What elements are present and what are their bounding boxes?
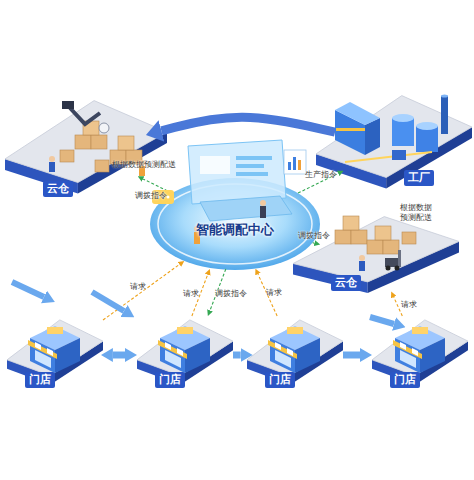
node-outline (137, 316, 233, 394)
node-title: 智能调配中心 (196, 221, 274, 239)
factory-platform: 工厂 (316, 90, 472, 202)
node-label: 门店 (265, 372, 295, 388)
illustration-part (12, 282, 44, 297)
node-outline (316, 90, 472, 202)
platform-top (293, 217, 459, 282)
warehouse-platform: 云仓 (5, 95, 167, 207)
illustration-part (370, 317, 394, 324)
illustration-part (293, 157, 296, 170)
annotation-text: 根据数据 预测配送 (400, 203, 438, 223)
platform-top (247, 320, 343, 376)
edge-label: 请求 (266, 287, 282, 298)
glow-ring (158, 184, 312, 264)
node-label: 门店 (25, 372, 55, 388)
platform-top (372, 320, 468, 376)
illustration-part (441, 95, 448, 98)
illustration-part (200, 156, 230, 174)
node-outline (5, 95, 167, 207)
node-outline (7, 316, 103, 394)
illustration-part (62, 101, 74, 109)
node-outline (372, 316, 468, 394)
illustration-part (236, 164, 264, 168)
store-platform: 门店 (137, 316, 233, 394)
platform-top (316, 96, 472, 178)
illustration-part (236, 172, 268, 176)
edge-label: 生产指令 (305, 168, 337, 179)
node-outline (293, 212, 459, 304)
edge-label: 请求 (183, 287, 199, 298)
flow-arrow (161, 117, 335, 132)
platform-top (5, 101, 167, 183)
illustration-part (298, 160, 301, 170)
glow-disc (150, 178, 320, 270)
edge-label: 调拨指令 (298, 230, 330, 241)
edge-label: 请求 (401, 298, 417, 309)
control-center: 智能调配中心 (150, 178, 320, 270)
illustration-part (284, 150, 306, 174)
flow-arrow (343, 352, 360, 359)
node-label: 云仓 (331, 275, 361, 291)
node-label: 云仓 (43, 181, 73, 197)
illustration-part (288, 162, 291, 170)
illustration-part (92, 292, 124, 311)
node-label: 门店 (155, 372, 185, 388)
illustration-part (236, 156, 272, 160)
edge-label: 调拨指令 (215, 287, 247, 298)
edge-label: 请求 (130, 281, 146, 292)
store-platform: 门店 (247, 316, 343, 394)
node-outline (247, 316, 343, 394)
dashed-connector (103, 264, 179, 320)
node-label: 门店 (390, 372, 420, 388)
store-platform: 门店 (7, 316, 103, 394)
flow-arrow (113, 352, 125, 359)
store-platform: 门店 (372, 316, 468, 394)
annotation-text: 根据数据预测配送 (112, 160, 176, 170)
platform-top (137, 320, 233, 376)
warehouse-platform: 云仓 (293, 212, 459, 304)
illustration-part (343, 216, 359, 230)
edge-label: 调拨指令 (135, 189, 167, 200)
flow-arrow (233, 352, 241, 359)
node-label: 工厂 (404, 170, 434, 186)
platform-top (7, 320, 103, 376)
